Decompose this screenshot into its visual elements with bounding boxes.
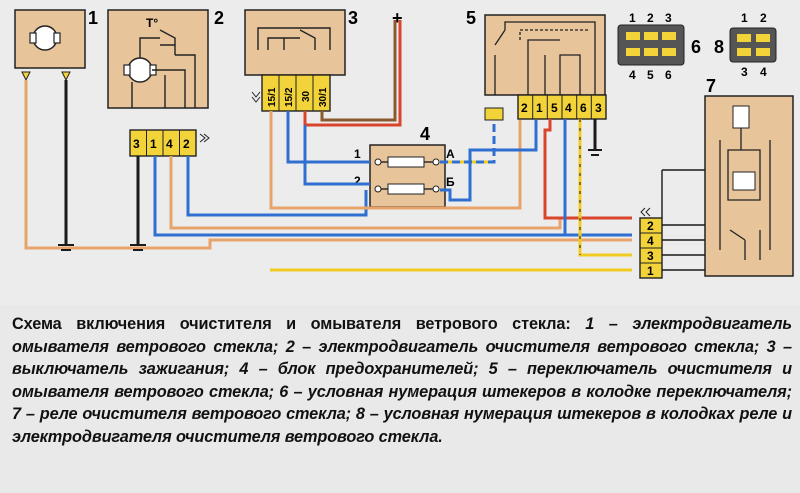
label-6: 6 — [691, 37, 701, 57]
relay7-pin: 4 — [647, 234, 654, 248]
plug5-pin: 3 — [595, 101, 602, 115]
label-7: 7 — [706, 76, 716, 96]
washer-motor-1 — [14, 9, 86, 69]
plug6-pin: 3 — [665, 11, 672, 25]
wires-switch5 — [543, 119, 632, 257]
plug5-pin: 6 — [580, 101, 587, 115]
wires-motor2-ground — [130, 156, 146, 251]
plug5-pin: 4 — [565, 101, 572, 115]
plug2-pin: 2 — [183, 137, 190, 151]
label-5: 5 — [466, 8, 476, 28]
plug5-pin: 5 — [551, 101, 558, 115]
plug6-pin: 2 — [647, 11, 654, 25]
wiper-switch-5 — [484, 14, 606, 96]
plug8-pin: 1 — [741, 11, 748, 25]
caption-description: 1 – электродвигатель омывателя ветрового… — [12, 315, 792, 446]
wiper-relay-7 — [704, 95, 794, 277]
plus-sign: + — [392, 8, 403, 28]
switch3-pin-labels: 15/1 15/2 30 30/1 — [267, 87, 329, 107]
plug2-pin: 4 — [166, 137, 173, 151]
switch3-pin: 30 — [301, 90, 312, 102]
plug8-pin: 3 — [741, 65, 748, 79]
plug5-pin: 2 — [521, 101, 528, 115]
label-4: 4 — [420, 124, 430, 144]
fuse-input-2: 2 — [354, 174, 361, 188]
fuse-block-4 — [369, 144, 446, 208]
wires-relay-inputs — [270, 169, 705, 272]
switch3-plug — [261, 74, 331, 112]
plug5-pin: 1 — [536, 101, 543, 115]
ignition-switch-3 — [244, 9, 346, 76]
label-3: 3 — [348, 8, 358, 28]
plug2-pin: 3 — [133, 137, 140, 151]
connector-arrow-icon — [640, 207, 651, 217]
motor1-terminals — [21, 71, 71, 82]
plug8-numbering — [729, 27, 777, 63]
motor2-plug — [129, 129, 197, 157]
switch3-pin: 30/1 — [318, 87, 329, 107]
relay7-pin: 2 — [647, 219, 654, 233]
fuse-output-a: А — [446, 147, 455, 161]
plug6-pin: 5 — [647, 68, 654, 82]
temp-label: T° — [146, 16, 158, 30]
switch3-pin: 15/2 — [284, 87, 295, 107]
wires-ignition — [269, 20, 522, 210]
wires-fuse-outputs — [440, 120, 538, 202]
wiring-diagram: 1 T° 2 3 1 4 2 3 15/1 15/2 — [14, 8, 794, 279]
label-1: 1 — [88, 8, 98, 28]
switch5-plug — [517, 94, 607, 120]
figure-caption: Схема включения очистителя и омывателя в… — [12, 313, 792, 449]
connector-arrow-icon — [199, 133, 210, 143]
plug6-numbering — [617, 24, 685, 66]
label-2: 2 — [214, 8, 224, 28]
plug8-pin: 4 — [760, 65, 767, 79]
plug6-pin: 6 — [665, 68, 672, 82]
connector-arrow-icon — [251, 91, 261, 103]
relay7-pin: 1 — [647, 264, 654, 278]
fuse-output-b: Б — [446, 175, 455, 189]
relay7-plug — [639, 217, 663, 279]
label-8: 8 — [714, 37, 724, 57]
fuse-input-1: 1 — [354, 147, 361, 161]
wires-motor1 — [24, 80, 632, 251]
relay7-pin: 3 — [647, 249, 654, 263]
switch3-pin: 15/1 — [267, 87, 278, 107]
plug6-pin: 1 — [629, 11, 636, 25]
switch5-single-terminal — [484, 107, 504, 121]
caption-lead: Схема включения очистителя и омывателя в… — [12, 315, 571, 333]
wiper-motor-2 — [107, 9, 209, 109]
plug8-pin: 2 — [760, 11, 767, 25]
plug6-pin: 4 — [629, 68, 636, 82]
plug2-pin: 1 — [150, 137, 157, 151]
